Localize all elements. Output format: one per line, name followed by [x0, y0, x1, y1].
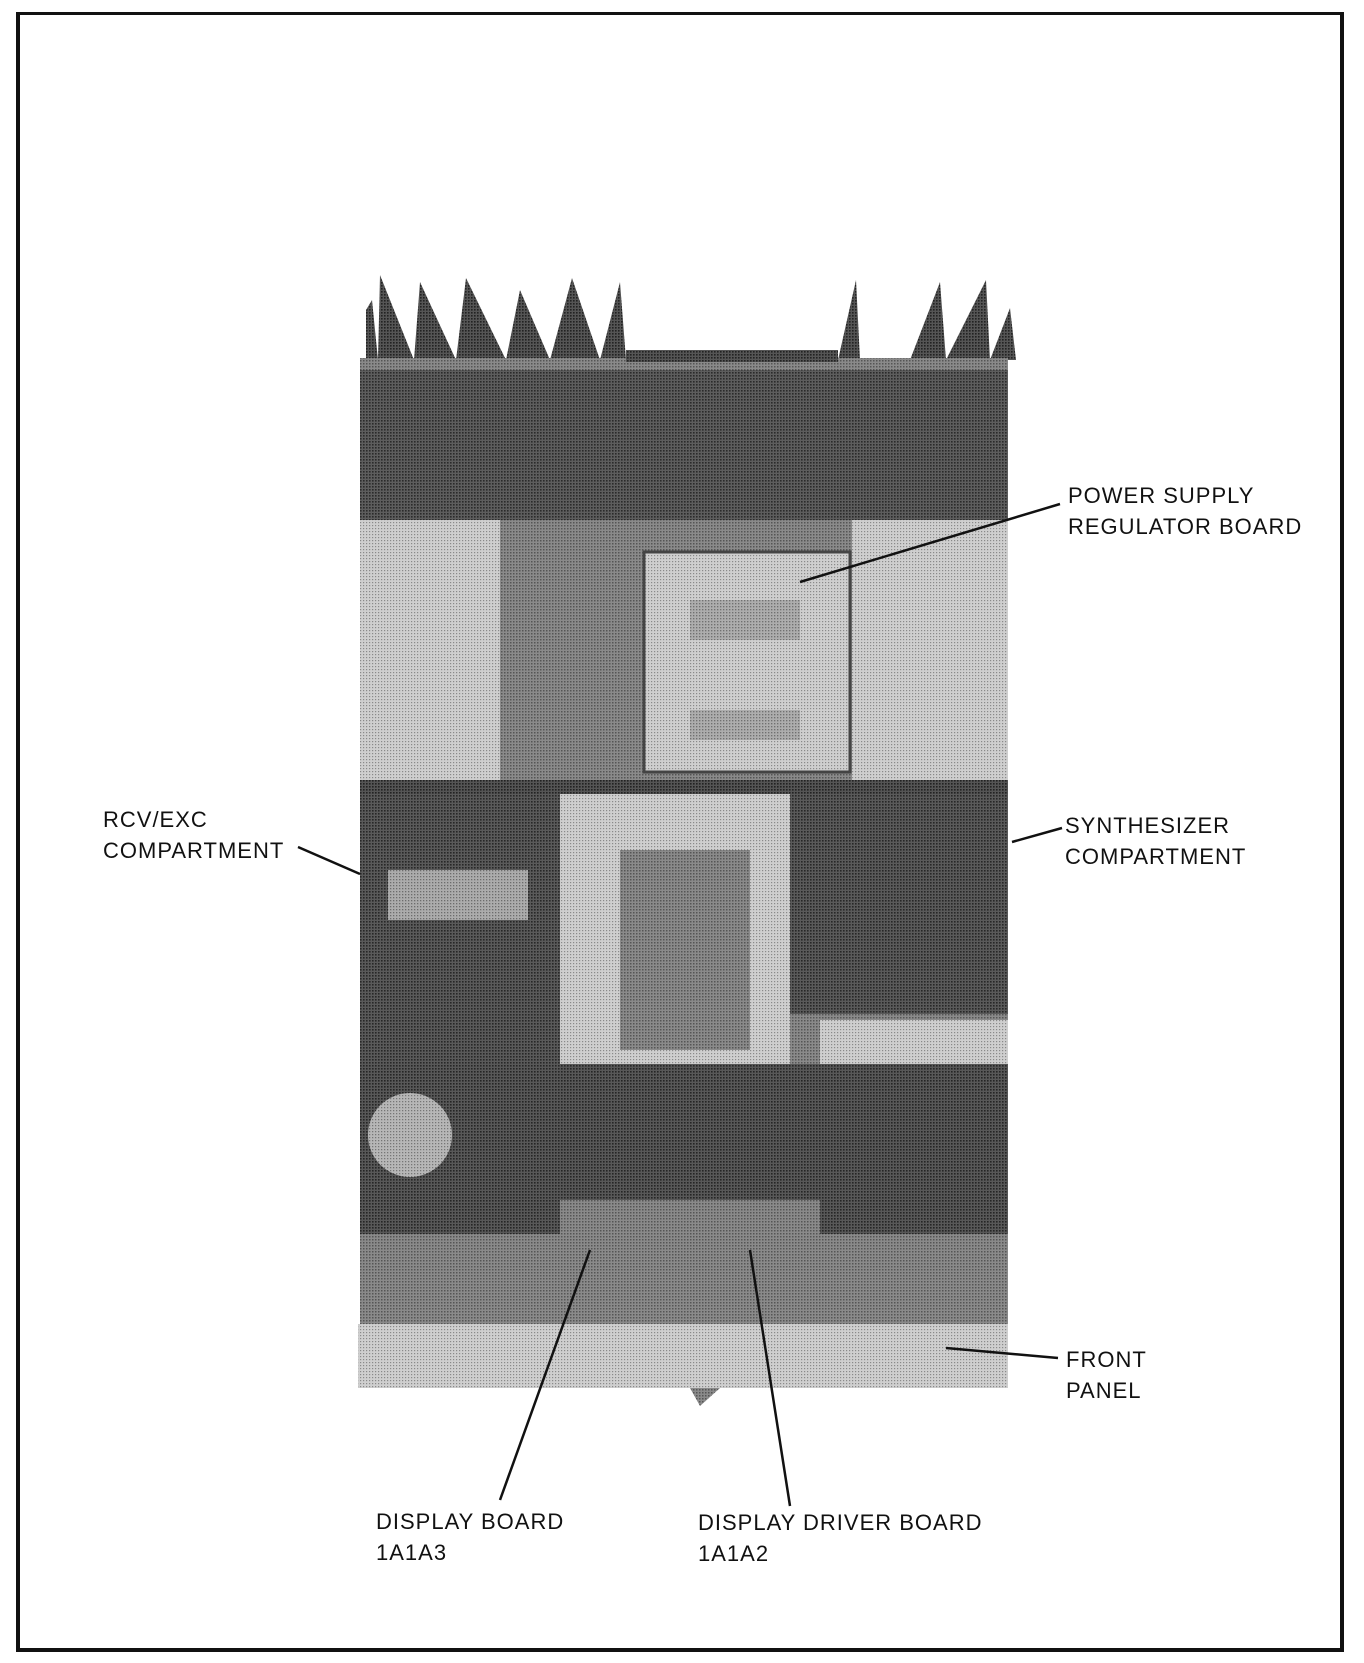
display-board-label: DISPLAY BOARD 1A1A3 [376, 1509, 565, 1565]
front-panel-label: FRONT PANEL [1066, 1347, 1147, 1403]
power-supply-regulator-board-image [642, 550, 852, 774]
heat-sink-fins [366, 275, 1016, 360]
front-panel-image [358, 1324, 1008, 1388]
leader-lines [297, 502, 1063, 1507]
power-supply-regulator-label: POWER SUPPLY REGULATOR BOARD [1068, 483, 1303, 539]
display-driver-board-label: DISPLAY DRIVER BOARD 1A1A2 [698, 1510, 983, 1566]
page-border [16, 12, 1344, 1652]
synthesizer-compartment-label: SYNTHESIZER COMPARTMENT [1065, 813, 1247, 869]
rcv-exc-compartment-label: RCV/EXC COMPARTMENT [103, 807, 285, 863]
